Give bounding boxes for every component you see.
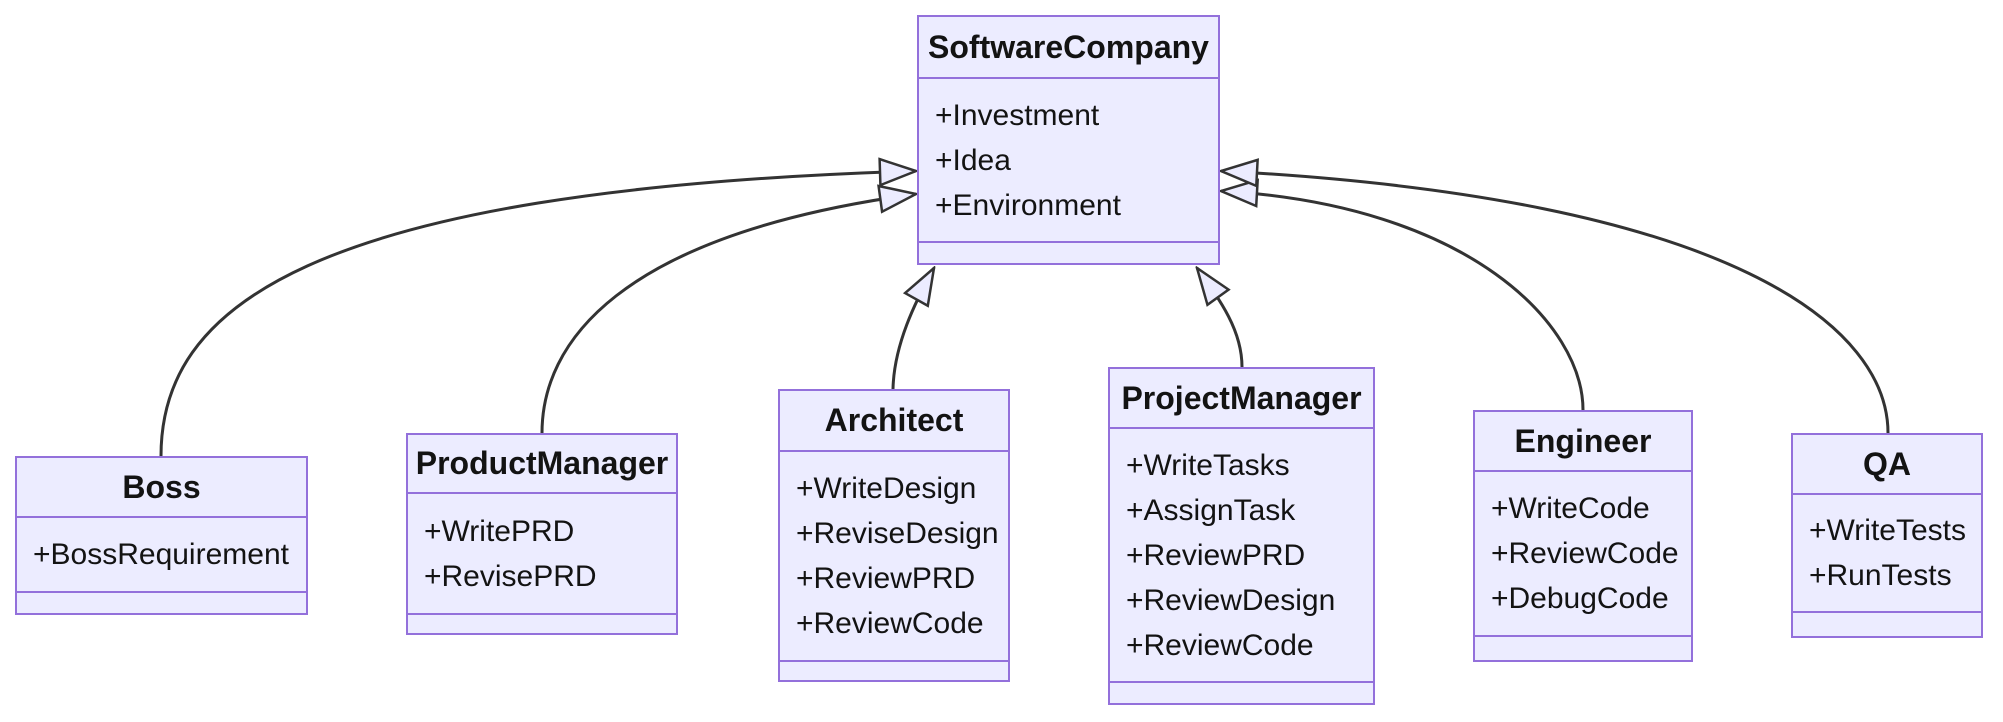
class-box-qa: QA +WriteTests +RunTests (1791, 433, 1983, 638)
inheritance-edge-architect (891, 268, 934, 390)
class-title: SoftwareCompany (919, 17, 1218, 79)
class-box-software-company: SoftwareCompany +Investment +Idea +Envir… (917, 15, 1220, 265)
class-attribute: +ReviseDesign (796, 517, 999, 550)
class-attribute: +ReviewPRD (1126, 538, 1306, 572)
class-attribute: +Environment (935, 188, 1121, 222)
class-attribute: +WriteDesign (796, 472, 977, 505)
class-methods-empty (780, 660, 1008, 680)
inheritance-edge-boss (159, 171, 916, 457)
class-title: Engineer (1475, 412, 1691, 472)
class-attribute: +WriteCode (1491, 492, 1650, 525)
class-methods-empty (1110, 681, 1373, 703)
inheritance-edge-engineer (1221, 191, 1585, 411)
class-attribute: +BossRequirement (33, 538, 289, 571)
class-attribute: +WritePRD (424, 514, 575, 548)
class-methods-empty (17, 591, 306, 613)
class-attribute: +ReviewDesign (1126, 583, 1336, 617)
class-box-project-manager: ProjectManager +WriteTasks +AssignTask +… (1108, 367, 1375, 705)
class-box-engineer: Engineer +WriteCode +ReviewCode +DebugCo… (1473, 410, 1693, 662)
class-attributes: +WriteCode +ReviewCode +DebugCode (1475, 472, 1691, 635)
class-attribute: +Idea (935, 143, 1011, 177)
class-box-product-manager: ProductManager +WritePRD +RevisePRD (406, 433, 678, 635)
class-methods-empty (408, 613, 676, 633)
class-methods-empty (919, 241, 1218, 263)
class-attributes: +BossRequirement (17, 518, 306, 591)
inheritance-edge-qa (1221, 171, 1890, 434)
class-box-boss: Boss +BossRequirement (15, 456, 308, 615)
class-box-architect: Architect +WriteDesign +ReviseDesign +Re… (778, 389, 1010, 682)
class-title: Boss (17, 458, 306, 518)
class-methods-empty (1475, 635, 1691, 660)
class-attribute: +RevisePRD (424, 559, 597, 593)
class-attribute: +ReviewPRD (796, 562, 976, 595)
class-attribute: +Investment (935, 98, 1100, 132)
class-attribute: +WriteTasks (1126, 448, 1290, 482)
class-attribute: +RunTests (1809, 559, 1952, 592)
class-methods-empty (1793, 611, 1981, 636)
class-title: ProductManager (408, 435, 676, 494)
inheritance-edge-projectmanager (1197, 268, 1244, 368)
class-title: Architect (780, 391, 1008, 452)
class-attribute: +ReviewCode (1491, 537, 1679, 570)
inheritance-edge-productmanager (540, 194, 916, 434)
class-title: QA (1793, 435, 1981, 495)
class-attribute: +WriteTests (1809, 514, 1966, 547)
class-attributes: +WriteDesign +ReviseDesign +ReviewPRD +R… (780, 452, 1008, 660)
class-attributes: +Investment +Idea +Environment (919, 79, 1218, 241)
class-attributes: +WriteTasks +AssignTask +ReviewPRD +Revi… (1110, 429, 1373, 681)
class-attribute: +ReviewCode (1126, 628, 1314, 662)
class-attribute: +ReviewCode (796, 607, 984, 640)
class-attributes: +WriteTests +RunTests (1793, 495, 1981, 611)
class-attribute: +DebugCode (1491, 582, 1669, 615)
class-attribute: +AssignTask (1126, 493, 1296, 527)
class-title: ProjectManager (1110, 369, 1373, 429)
class-attributes: +WritePRD +RevisePRD (408, 494, 676, 613)
